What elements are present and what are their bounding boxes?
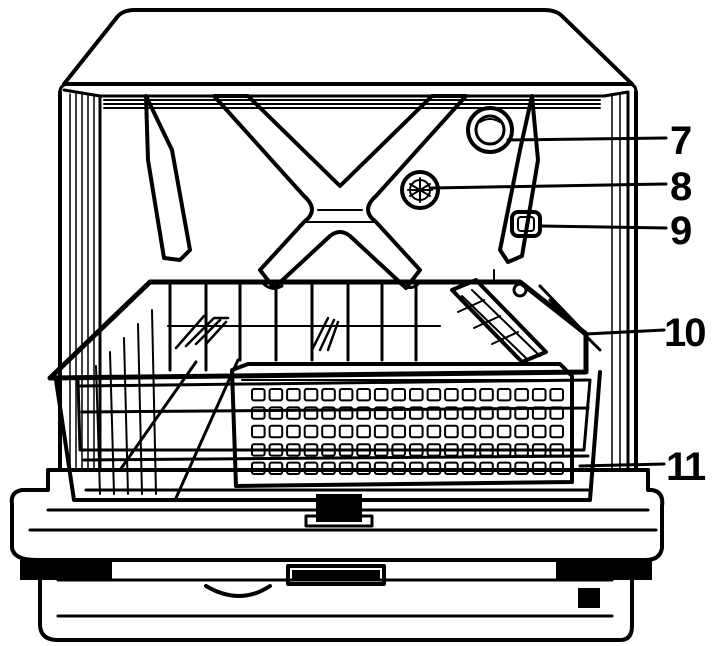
cutlery-grid-cell — [268, 424, 284, 439]
open-door — [9, 468, 665, 562]
cutlery-grid-cell — [549, 424, 565, 439]
cutlery-grid-cell — [409, 406, 424, 420]
cutlery-grid-cell — [321, 443, 336, 457]
dish-basket — [47, 279, 602, 502]
cutlery-grid-cell — [444, 443, 459, 457]
cutlery-grid-cell — [338, 424, 354, 439]
cutlery-grid-cell — [356, 406, 371, 420]
cutlery-basket-grid — [251, 388, 565, 476]
leader-line-11 — [578, 462, 666, 468]
cutlery-grid-cell — [373, 388, 389, 402]
cutlery-grid-cell — [251, 388, 266, 402]
cutlery-grid-cell — [426, 406, 442, 420]
cutlery-grid-cell — [426, 424, 442, 439]
cutlery-grid-cell — [496, 443, 512, 457]
cutlery-grid-cell — [496, 406, 512, 420]
cutlery-grid-cell — [531, 406, 547, 420]
cutlery-grid-cell — [251, 424, 266, 439]
cutlery-grid-cell — [268, 443, 284, 457]
cutlery-grid-cell — [409, 424, 424, 439]
cutlery-grid-cell — [391, 443, 406, 457]
cutlery-grid-cell — [496, 424, 512, 439]
cutlery-grid-cell — [409, 443, 424, 457]
cutlery-grid-cell — [373, 424, 389, 439]
cutlery-grid-cell — [303, 388, 319, 402]
cutlery-grid-cell — [461, 406, 477, 420]
cutlery-grid-cell — [338, 443, 354, 457]
cutlery-grid-cell — [409, 388, 424, 402]
cutlery-grid-cell — [286, 406, 301, 420]
cutlery-grid-cell — [321, 406, 336, 420]
cutlery-grid-cell — [391, 388, 406, 402]
callout-11: 11 — [666, 445, 706, 489]
cutlery-grid-cell — [514, 388, 529, 402]
square-indicator — [510, 210, 542, 238]
callout-labels: 7 8 9 10 11 — [664, 119, 708, 489]
cutlery-grid-cell — [338, 406, 354, 420]
cutlery-grid-cell — [338, 388, 354, 402]
cutlery-grid-cell — [444, 406, 459, 420]
cutlery-grid-cell — [461, 443, 477, 457]
right-wall — [602, 90, 630, 472]
cutlery-grid-cell — [514, 406, 529, 420]
upper-spray-arm — [212, 94, 468, 290]
cutlery-grid-cell — [373, 443, 389, 457]
callout-9: 9 — [670, 209, 691, 253]
cutlery-grid-cell — [391, 424, 406, 439]
cutlery-grid-cell — [461, 424, 477, 439]
cutlery-grid-cell — [514, 424, 529, 439]
cutlery-basket — [230, 362, 574, 488]
cutlery-grid-cell — [444, 388, 459, 402]
cutlery-grid-cell — [286, 388, 301, 402]
cutlery-grid-cell — [303, 424, 319, 439]
cutlery-grid-cell — [514, 443, 529, 457]
cutlery-grid-cell — [251, 443, 266, 457]
cutlery-grid-cell — [321, 424, 336, 439]
rinse-aid-cap — [466, 106, 514, 154]
cutlery-grid-cell — [426, 443, 442, 457]
cutlery-grid-cell — [268, 388, 284, 402]
rear-guides — [144, 94, 540, 264]
cutlery-grid-cell — [496, 388, 512, 402]
cutlery-grid-cell — [461, 388, 477, 402]
cutlery-grid-cell — [268, 406, 284, 420]
cutlery-grid-cell — [356, 424, 371, 439]
cutlery-grid-cell — [426, 388, 442, 402]
leader-line-9 — [538, 224, 668, 230]
cutlery-grid-cell — [286, 443, 301, 457]
top-hood — [62, 8, 634, 86]
leader-line-7 — [506, 136, 668, 142]
leader-line-10 — [584, 328, 666, 336]
leader-lines — [430, 136, 668, 468]
cup-rack — [450, 269, 602, 364]
base-plinth — [20, 560, 652, 642]
cutlery-grid-cell — [251, 406, 266, 420]
cutlery-grid-cell — [479, 424, 494, 439]
callout-10: 10 — [664, 311, 705, 355]
callout-7: 7 — [670, 119, 691, 163]
cutlery-grid-cell — [321, 388, 336, 402]
cutlery-grid-cell — [549, 443, 565, 457]
callout-8: 8 — [670, 165, 692, 209]
cutlery-grid-cell — [391, 406, 406, 420]
cutlery-grid-cell — [356, 443, 371, 457]
cutlery-grid-cell — [444, 424, 459, 439]
cutlery-grid-cell — [356, 388, 371, 402]
cutlery-grid-cell — [303, 406, 319, 420]
cutlery-grid-cell — [531, 443, 547, 457]
cutlery-grid-cell — [549, 406, 565, 420]
cutlery-grid-cell — [479, 388, 494, 402]
leader-line-8 — [430, 182, 668, 190]
cutlery-grid-cell — [479, 406, 494, 420]
cutlery-grid-cell — [531, 424, 547, 439]
cutlery-grid-cell — [479, 443, 494, 457]
cutlery-grid-cell — [303, 443, 319, 457]
cutlery-grid-cell — [286, 424, 301, 439]
filter-disc — [400, 170, 440, 210]
cutlery-grid-cell — [549, 388, 565, 402]
cutlery-grid-cell — [531, 388, 547, 402]
cutlery-grid-cell — [373, 406, 389, 420]
